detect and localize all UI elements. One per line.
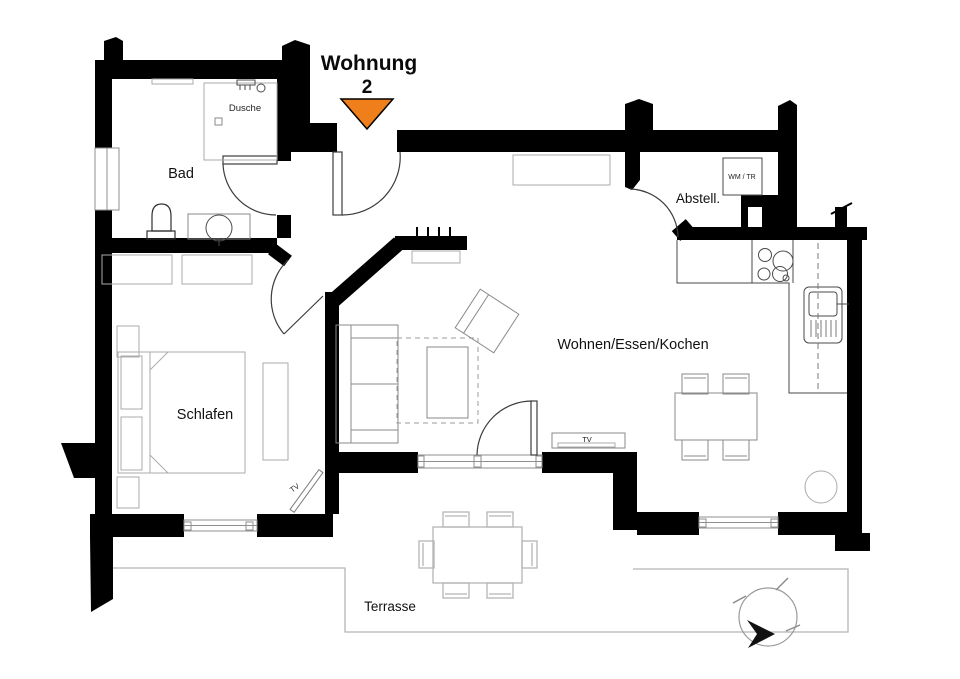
terrace-chair [486, 511, 514, 528]
bathroom-fixtures [146, 78, 278, 246]
sofa [335, 324, 399, 444]
wall-buttress [61, 443, 95, 478]
nightstand [116, 325, 140, 358]
kitchen [676, 240, 849, 394]
pillow [120, 416, 143, 471]
room-label-abstell: Abstell. [676, 191, 720, 206]
terrace-chair [418, 540, 435, 569]
terrace-chair [486, 582, 514, 599]
walls [61, 37, 870, 612]
pillow [120, 355, 143, 410]
dining-chair [722, 439, 750, 461]
cooktop [757, 248, 794, 282]
room-label-dusche: Dusche [229, 103, 261, 114]
washer-dryer [722, 157, 763, 196]
room-label-schlafen: Schlafen [177, 407, 233, 423]
dining-set [674, 373, 758, 461]
window-living-south [698, 512, 779, 535]
sideboard-north [512, 154, 611, 186]
wall-tv-bedroom [289, 469, 324, 513]
label-wm-tr: WM / TR [728, 174, 755, 181]
room-label-terrasse: Terrasse [364, 599, 416, 614]
bath-shelf [151, 78, 194, 85]
entrance-marker-icon [339, 98, 395, 131]
storage-door [629, 188, 679, 238]
terrace-outline [113, 567, 849, 633]
terrace-chair [442, 582, 470, 599]
dining-chair [681, 439, 709, 461]
labels: Wohnung 2 Bad Dusche Schlafen Wohnen/Ess… [168, 52, 756, 614]
room-label-wohnen: Wohnen/Essen/Kochen [557, 337, 708, 353]
dresser [262, 362, 289, 461]
apartment-number: 2 [362, 77, 373, 98]
shower-head-icon [236, 79, 266, 93]
room-label-bad: Bad [168, 166, 194, 182]
nightstand [116, 476, 140, 509]
armchair [454, 288, 520, 354]
entrance-door [332, 151, 401, 216]
dining-chair [681, 373, 709, 395]
bedroom-door [270, 259, 324, 335]
tv-lowboard [551, 432, 626, 449]
glass-front-terrace [417, 454, 543, 469]
windows [94, 147, 779, 537]
shower [203, 79, 278, 161]
terrace-door [476, 400, 538, 456]
dining-chair [722, 373, 750, 395]
wardrobe [181, 254, 253, 285]
wardrobe [101, 254, 173, 285]
bedroom-furniture [101, 254, 324, 513]
north-arrow-compass [732, 577, 801, 648]
terrace [113, 511, 849, 633]
dining-table [674, 392, 758, 441]
rug [396, 337, 479, 424]
doors [222, 151, 679, 456]
bathroom-door [222, 155, 278, 216]
terrace-table [432, 526, 523, 584]
plan-title: Wohnung [321, 52, 417, 75]
toilet [146, 203, 176, 240]
window-bedroom-south [183, 514, 258, 537]
label-tv-bedroom: TV [288, 482, 301, 495]
plant [804, 470, 838, 504]
terrace-chair [442, 511, 470, 528]
bed [117, 351, 246, 474]
coat-rack [416, 227, 451, 236]
wall-stub-southwest [90, 537, 113, 612]
kitchen-counter [676, 240, 847, 394]
living-furniture [335, 154, 849, 504]
window-bath-west [94, 147, 120, 211]
north-arrow-icon [747, 620, 775, 648]
kitchen-sink [803, 286, 849, 344]
label-tv-living: TV [582, 435, 592, 444]
hallway-fittings [411, 227, 461, 264]
terrace-dining-set [418, 511, 538, 599]
terrace-chair [521, 540, 538, 569]
coffee-table [426, 346, 469, 419]
hall-shelf [411, 250, 461, 264]
washbasin [187, 213, 251, 246]
